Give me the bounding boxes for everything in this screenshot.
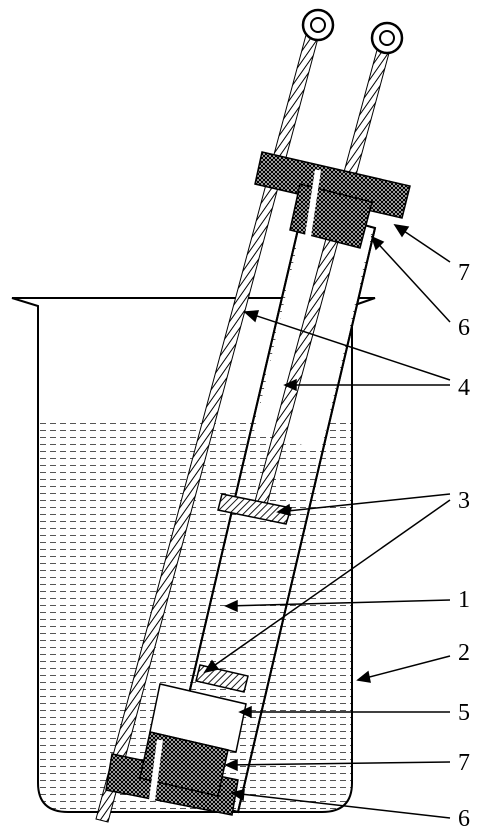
label-6-bottom: 6 — [458, 806, 470, 830]
labels: 7 6 4 3 1 2 5 7 6 — [458, 260, 470, 832]
bottom-plug-body — [139, 731, 229, 797]
bottom-plug — [105, 731, 239, 816]
top-plug — [254, 151, 411, 249]
leader-lines — [203, 224, 451, 819]
label-3: 3 — [458, 488, 470, 514]
label-7-top: 7 — [458, 260, 470, 286]
chamber-5 — [149, 683, 247, 753]
label-5: 5 — [458, 700, 470, 726]
label-6-top: 6 — [458, 315, 470, 341]
label-7-bottom: 7 — [458, 750, 470, 776]
beaker-wall — [11, 297, 376, 813]
piston-upper — [217, 493, 292, 525]
label-4: 4 — [458, 375, 470, 401]
label-2: 2 — [458, 640, 470, 666]
label-1: 1 — [458, 587, 470, 613]
